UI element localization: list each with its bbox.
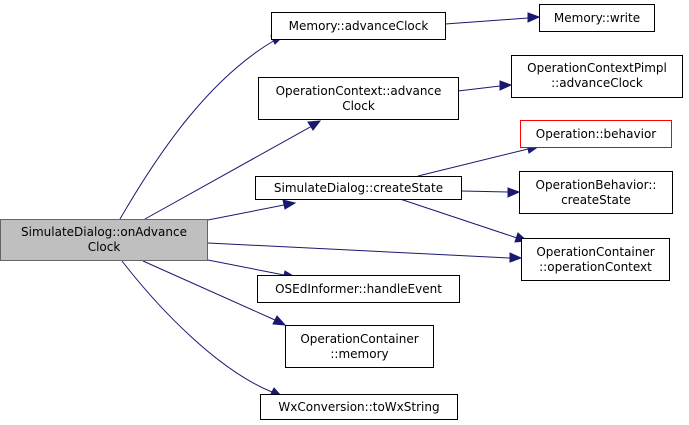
node-label-line: Clock	[342, 99, 375, 113]
node-memory-write[interactable]: Memory::write	[539, 4, 655, 32]
edge-root-to-operationcontainer-memory	[142, 260, 276, 321]
arrowhead	[499, 80, 513, 91]
node-label-line: Operation::behavior	[536, 127, 657, 141]
arrowhead	[507, 187, 521, 198]
edge-root-to-memory-advanceclock	[119, 39, 276, 220]
arrowhead	[272, 315, 287, 326]
node-label-line: OperationContext::advance	[276, 84, 442, 98]
edge-root-to-osedinformer	[207, 259, 285, 276]
node-label-line: WxConversion::toWxString	[278, 400, 439, 414]
node-operationcontextpimpl-advanceclock[interactable]: OperationContextPimpl ::advanceClock	[511, 55, 683, 98]
node-label-line: OperationBehavior::	[536, 178, 657, 192]
node-label-line: ::memory	[330, 347, 388, 361]
node-simulatedialog-createstate[interactable]: SimulateDialog::createState	[255, 176, 462, 200]
node-wxconversion-towxstring[interactable]: WxConversion::toWxString	[260, 394, 458, 420]
edge-root-to-createstate	[207, 204, 285, 221]
node-label-line: SimulateDialog::createState	[274, 181, 443, 195]
node-label-line: OSEdInformer::handleEvent	[275, 282, 442, 296]
node-label-line: OperationContainer	[300, 332, 418, 346]
node-label-line: SimulateDialog::onAdvance	[21, 225, 187, 239]
node-label-line: OperationContainer	[536, 245, 654, 259]
node-label-line: ::operationContext	[539, 260, 652, 274]
node-operationcontainer-memory[interactable]: OperationContainer ::memory	[285, 325, 434, 368]
node-label-line: Memory::advanceClock	[289, 19, 429, 33]
arrowhead	[527, 12, 541, 23]
edge-createstate-to-operation-behavior	[417, 148, 529, 177]
edge-memory-advanceclock-to-memory-write	[444, 17, 529, 25]
node-label-line: createState	[561, 193, 631, 207]
node-label-line: Memory::write	[554, 11, 640, 25]
node-memory-advanceclock[interactable]: Memory::advanceClock	[271, 12, 446, 40]
node-operationcontext-advanceclock[interactable]: OperationContext::advance Clock	[258, 77, 459, 120]
edge-createstate-to-operationcontainer-context	[399, 198, 518, 239]
arrowhead	[509, 252, 523, 263]
arrowhead	[282, 199, 297, 210]
edge-root-to-operationcontext-advanceclock	[144, 125, 313, 220]
node-root[interactable]: SimulateDialog::onAdvance Clock	[0, 219, 208, 261]
node-label-line: OperationContextPimpl	[527, 61, 667, 75]
node-operation-behavior[interactable]: Operation::behavior	[520, 120, 672, 148]
arrowhead	[307, 120, 322, 131]
node-osedinformer-handleevent[interactable]: OSEdInformer::handleEvent	[257, 275, 460, 303]
edge-createstate-to-operationbehavior-createstate	[461, 190, 509, 193]
node-operationbehavior-createstate[interactable]: OperationBehavior:: createState	[519, 171, 673, 214]
node-label-line: Clock	[88, 240, 121, 254]
node-operationcontainer-operationcontext[interactable]: OperationContainer ::operationContext	[521, 238, 670, 281]
node-label-line: ::advanceClock	[551, 76, 643, 90]
edge-operationcontext-to-pimpl	[457, 85, 501, 92]
edge-root-to-wxconversion	[121, 260, 273, 393]
edge-root-to-operationcontainer-context	[207, 242, 511, 259]
